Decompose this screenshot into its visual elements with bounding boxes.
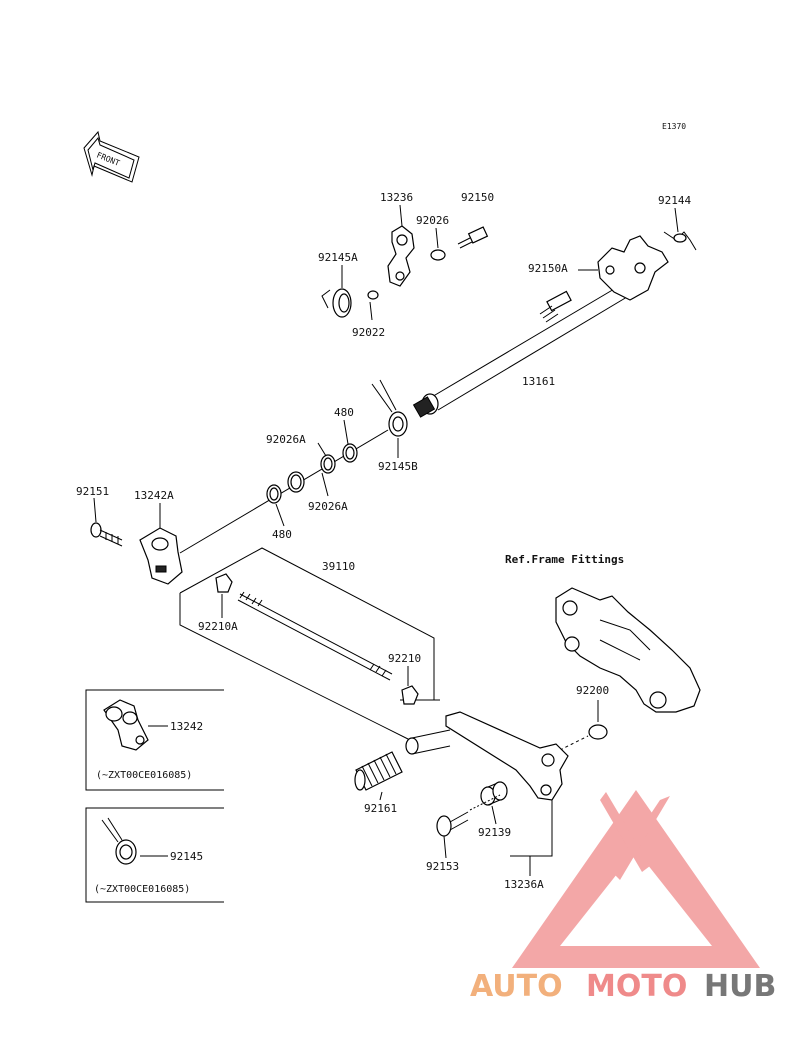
bolt-92150 xyxy=(457,226,489,249)
frame-fitting xyxy=(555,587,701,713)
label-92145a: 92145A xyxy=(318,251,358,264)
label-13236a: 13236A xyxy=(504,878,544,891)
label-13242a: 13242A xyxy=(134,489,174,502)
inset2-note: (~ZXT00CE016085) xyxy=(94,884,190,895)
spring-92145b xyxy=(371,379,408,437)
label-92161: 92161 xyxy=(364,802,397,815)
shift-lever-13236a xyxy=(445,711,569,801)
bolt-92151 xyxy=(90,522,123,547)
watermark-part2: MOTO xyxy=(586,969,687,1004)
ref-frame-fittings-label: Ref.Frame Fittings xyxy=(505,553,624,566)
label-13236: 13236 xyxy=(380,191,413,204)
label-92022: 92022 xyxy=(352,326,385,339)
ring-480-upper xyxy=(342,443,358,463)
nut-92210a xyxy=(215,573,233,593)
label-92200: 92200 xyxy=(576,684,609,697)
peg-rubber-92161 xyxy=(354,751,403,791)
lever-13236 xyxy=(387,225,415,287)
ring-480-lower xyxy=(266,484,282,504)
spring-92145a xyxy=(321,288,352,318)
label-92150a: 92150A xyxy=(528,262,568,275)
label-13242: 13242 xyxy=(170,720,203,733)
watermark-logo-icon xyxy=(512,790,760,968)
nut-92210 xyxy=(401,685,419,705)
washer-92200 xyxy=(588,724,608,740)
label-92145b: 92145B xyxy=(378,460,418,473)
spring-92144 xyxy=(663,231,697,251)
label-92026: 92026 xyxy=(416,214,449,227)
bolt-92153 xyxy=(436,811,469,837)
shift-arm-plate xyxy=(597,235,669,301)
label-92139: 92139 xyxy=(478,826,511,839)
label-92026a-lower: 92026A xyxy=(308,500,348,513)
front-arrow-icon: FRONT xyxy=(83,130,140,183)
label-92150: 92150 xyxy=(461,191,494,204)
label-92026a-upper: 92026A xyxy=(266,433,306,446)
label-92145: 92145 xyxy=(170,850,203,863)
washer-92026a-lower xyxy=(287,471,305,493)
watermark-text: AUTO MOTO HUB xyxy=(470,969,776,1004)
label-92144: 92144 xyxy=(658,194,691,207)
washer-92022 xyxy=(367,290,379,300)
label-92153: 92153 xyxy=(426,860,459,873)
inset-13242 xyxy=(85,689,224,791)
diagram-code: E1370 xyxy=(662,122,686,131)
watermark-part1: AUTO xyxy=(470,969,563,1004)
washer-92026a-upper xyxy=(320,454,336,474)
pivot-pin xyxy=(405,729,451,755)
label-92151: 92151 xyxy=(76,485,109,498)
label-92210: 92210 xyxy=(388,652,421,665)
shift-shaft xyxy=(179,281,633,554)
bolt-92150a xyxy=(539,290,572,323)
washer-92026 xyxy=(430,249,446,261)
inset1-note: (~ZXT00CE016085) xyxy=(96,770,192,781)
inset-92145 xyxy=(85,807,224,903)
label-13161: 13161 xyxy=(522,375,555,388)
tie-rod xyxy=(237,591,393,681)
watermark-part3: HUB xyxy=(704,969,776,1004)
joint-13242a xyxy=(139,527,183,585)
part-labels: 13236 92150 92144 92026 92145A 92150A 92… xyxy=(76,191,691,895)
label-39110: 39110 xyxy=(322,560,355,573)
leader-lines xyxy=(93,204,679,876)
label-480-lower: 480 xyxy=(272,528,292,541)
collar-92139 xyxy=(480,781,508,806)
label-92210a: 92210A xyxy=(198,620,238,633)
label-480-upper: 480 xyxy=(334,406,354,419)
